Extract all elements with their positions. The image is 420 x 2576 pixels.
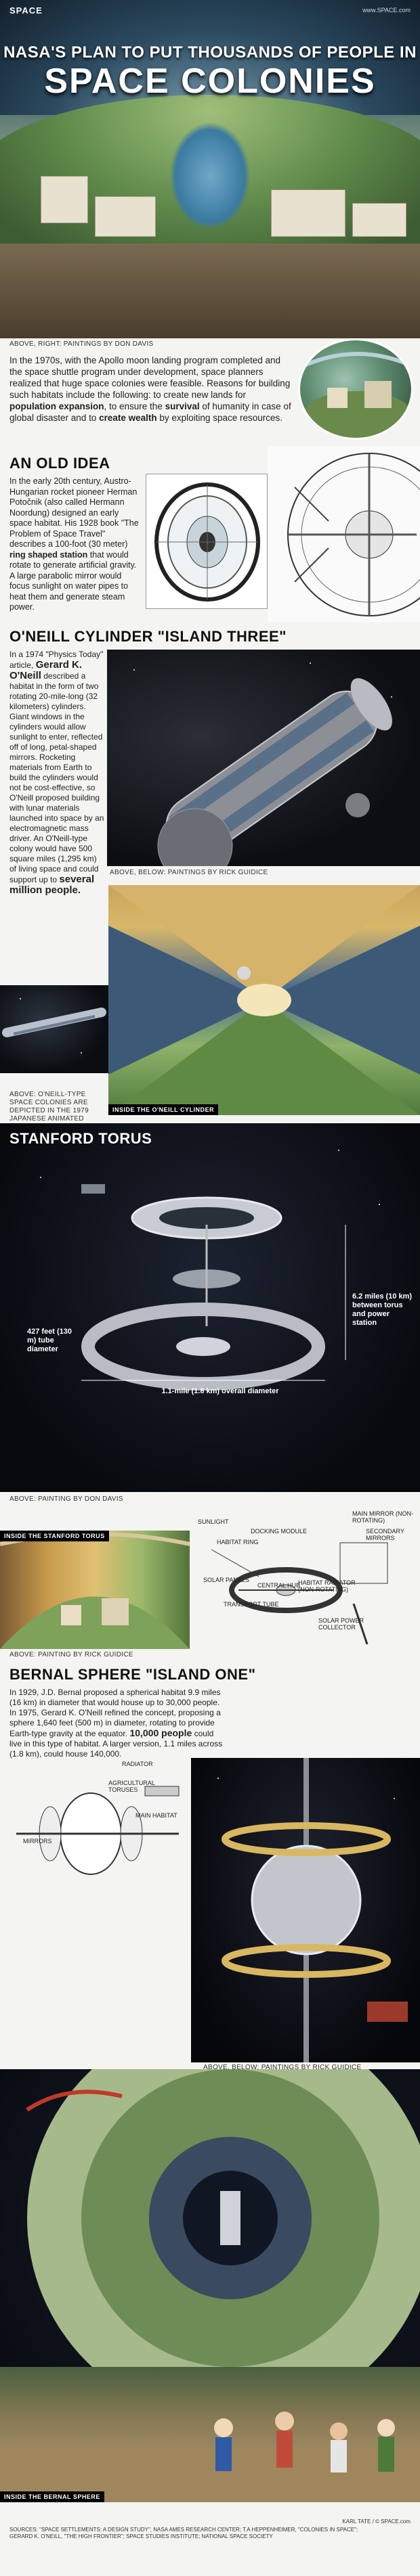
- bernal-caption: ABOVE, BELOW: PAINTINGS BY RICK GUIDICE: [203, 2064, 362, 2071]
- bernal-diagram: [16, 1786, 180, 1875]
- torus-caption: ABOVE: PAINTING BY DON DAVIS: [9, 1495, 123, 1503]
- torus-label-collector: SOLAR POWER COLLECTOR: [318, 1617, 364, 1631]
- hero-foreground-terrace: [0, 244, 420, 338]
- inside-oneill-cylinder-painting: INSIDE THE O'NEILL CYLINDER: [108, 885, 420, 1115]
- island-three-bold: several million people.: [9, 874, 95, 896]
- inside-bernal-sphere-painting: [0, 2069, 420, 2367]
- intro-bold: create wealth: [99, 413, 157, 423]
- torus-overall-diameter-label: 1.1-mile (1.8 km) overall diameter: [161, 1387, 279, 1395]
- bernal-text-part: could live in this type of habitat. A la…: [9, 1729, 223, 1759]
- hero-painting: SPACE www.SPACE.com NASA'S PLAN TO PUT T…: [0, 0, 420, 338]
- inside-sphere-art: [26, 2069, 420, 2367]
- inside-torus-caption: ABOVE: PAINTING BY RICK GUIDICE: [9, 1651, 133, 1658]
- torus-label-docking: DOCKING MODULE: [251, 1528, 308, 1535]
- old-idea-text: In the early 20th century, Austro-Hungar…: [9, 476, 142, 613]
- torus-label-main_mirror: MAIN MIRROR (NON-ROTATING): [352, 1510, 413, 1524]
- island-three-text: In a 1974 "Physics Today" article, Gerar…: [9, 650, 104, 896]
- crowd-art: [0, 2412, 420, 2502]
- bernal-sphere-painting: [191, 1758, 420, 2062]
- bernal-text-part: In 1929, J.D. Bernal proposed a spherica…: [9, 1688, 221, 1738]
- island-three-text-part: described a habitat in the form of two r…: [9, 671, 104, 884]
- inside-sphere-tag: INSIDE THE BERNAL SPHERE: [0, 2491, 104, 2502]
- hero-building: [271, 189, 345, 237]
- bernal-mirrors-label: MIRRORS: [23, 1838, 52, 1845]
- inside-torus-tag: INSIDE THE STANFORD TORUS: [0, 1531, 109, 1541]
- wheel-cross-section: [287, 453, 420, 616]
- circle-painting-interior: [298, 338, 413, 440]
- intro-bold: survival: [165, 401, 200, 411]
- intro-text: of humanity in case of global disaster a…: [9, 401, 291, 423]
- island-three-text-part: In a 1974 "Physics Today" article,: [9, 650, 104, 670]
- potocnik-wheel-drawing: [146, 474, 268, 609]
- brand-url[interactable]: www.SPACE.com: [362, 7, 411, 14]
- torus-label-sunlight: SUNLIGHT: [198, 1518, 229, 1525]
- wheel-station-illustration: [154, 482, 260, 602]
- gundam-art: [2, 998, 106, 1054]
- hero-caption: ABOVE, RIGHT: PAINTINGS BY DON DAVIS: [9, 340, 154, 348]
- hero-building: [95, 196, 156, 237]
- island-three-caption: ABOVE, BELOW: PAINTINGS BY RICK GUIDICE: [110, 869, 268, 876]
- torus-tube-diameter-label: 427 feet (130 m) tube diameter: [27, 1328, 72, 1353]
- oneill-cylinder-painting: [107, 650, 420, 866]
- torus-label-radiator: HABITAT RADIATOR (NON-ROTATING): [298, 1579, 356, 1593]
- bernal-bold: 10,000 people: [129, 1727, 192, 1738]
- intro-bold: population expansion: [9, 401, 104, 411]
- old-idea-text-part: In the early 20th century, Austro-Hungar…: [9, 476, 139, 549]
- bernal-main-label: MAIN HABITAT: [135, 1812, 177, 1819]
- gundam-colony-image: [0, 985, 108, 1073]
- space-logo[interactable]: SPACE: [9, 5, 43, 16]
- page-title: SPACE COLONIES: [44, 62, 376, 101]
- inside-cylinder-tag: INSIDE THE O'NEILL CYLINDER: [108, 1104, 218, 1115]
- credit-line: KARL TATE / © SPACE.com: [342, 2518, 411, 2525]
- inside-stanford-torus-painting: INSIDE THE STANFORD TORUS: [0, 1531, 190, 1649]
- torus-art: [40, 1150, 380, 1391]
- title-small: NASA'S PLAN TO PUT THOUSANDS OF PEOPLE I…: [3, 43, 417, 62]
- potocnik-plan-drawing: [268, 447, 420, 623]
- heading-bernal-sphere: BERNAL SPHERE "ISLAND ONE": [9, 1666, 256, 1683]
- inside-sphere-foreground-people: INSIDE THE BERNAL SPHERE: [0, 2367, 420, 2502]
- hero-building: [41, 176, 88, 223]
- intro-paragraph: In the 1970s, with the Apollo moon landi…: [9, 355, 294, 424]
- bernal-tori-label: AGRICULTURAL TORUSES: [108, 1780, 155, 1793]
- torus-label-panels: SOLAR PANELS: [203, 1577, 249, 1583]
- hero-building: [352, 203, 406, 237]
- intro-text: by exploiting space resources.: [156, 413, 282, 423]
- torus-label-hub: CENTRAL HUB: [257, 1582, 301, 1589]
- heading-island-three: O'NEILL CYLINDER "ISLAND THREE": [9, 628, 287, 645]
- torus-label-tube: TRANSPORT TUBE: [224, 1601, 279, 1608]
- old-idea-text-part: that would rotate to generate artificial…: [9, 549, 137, 612]
- torus-distance-label: 6.2 miles (10 km) between torus and powe…: [352, 1292, 413, 1327]
- inside-cylinder-art: [108, 885, 420, 1115]
- bernal-radiator-label: RADIATOR: [122, 1761, 153, 1767]
- intro-text: In the 1970s, with the Apollo moon landi…: [9, 355, 291, 400]
- old-idea-bold: ring shaped station: [9, 549, 88, 560]
- torus-label-ring: HABITAT RING: [217, 1539, 259, 1545]
- island-three-bold: Gerard K. O'Neill: [9, 659, 83, 681]
- bernal-sphere-art: [217, 1758, 408, 2062]
- hero-lake: [169, 122, 251, 230]
- torus-diagram: [211, 1542, 388, 1645]
- bernal-text: In 1929, J.D. Bernal proposed a spherica…: [9, 1688, 226, 1759]
- circle-painting-art: [300, 352, 411, 438]
- heading-stanford-torus: STANFORD TORUS: [9, 1130, 152, 1147]
- sources-line: SOURCES: "SPACE SETTLEMENTS: A DESIGN ST…: [9, 2527, 358, 2539]
- stanford-torus-painting: STANFORD TORUS 427 feet (130 m) tube dia…: [0, 1123, 420, 1492]
- cylinder-art: [133, 662, 392, 866]
- torus-label-secondary: SECONDARY MIRRORS: [366, 1528, 404, 1541]
- inside-torus-art: [0, 1532, 190, 1649]
- heading-old-idea: AN OLD IDEA: [9, 455, 110, 472]
- intro-text: , to ensure the: [104, 401, 165, 411]
